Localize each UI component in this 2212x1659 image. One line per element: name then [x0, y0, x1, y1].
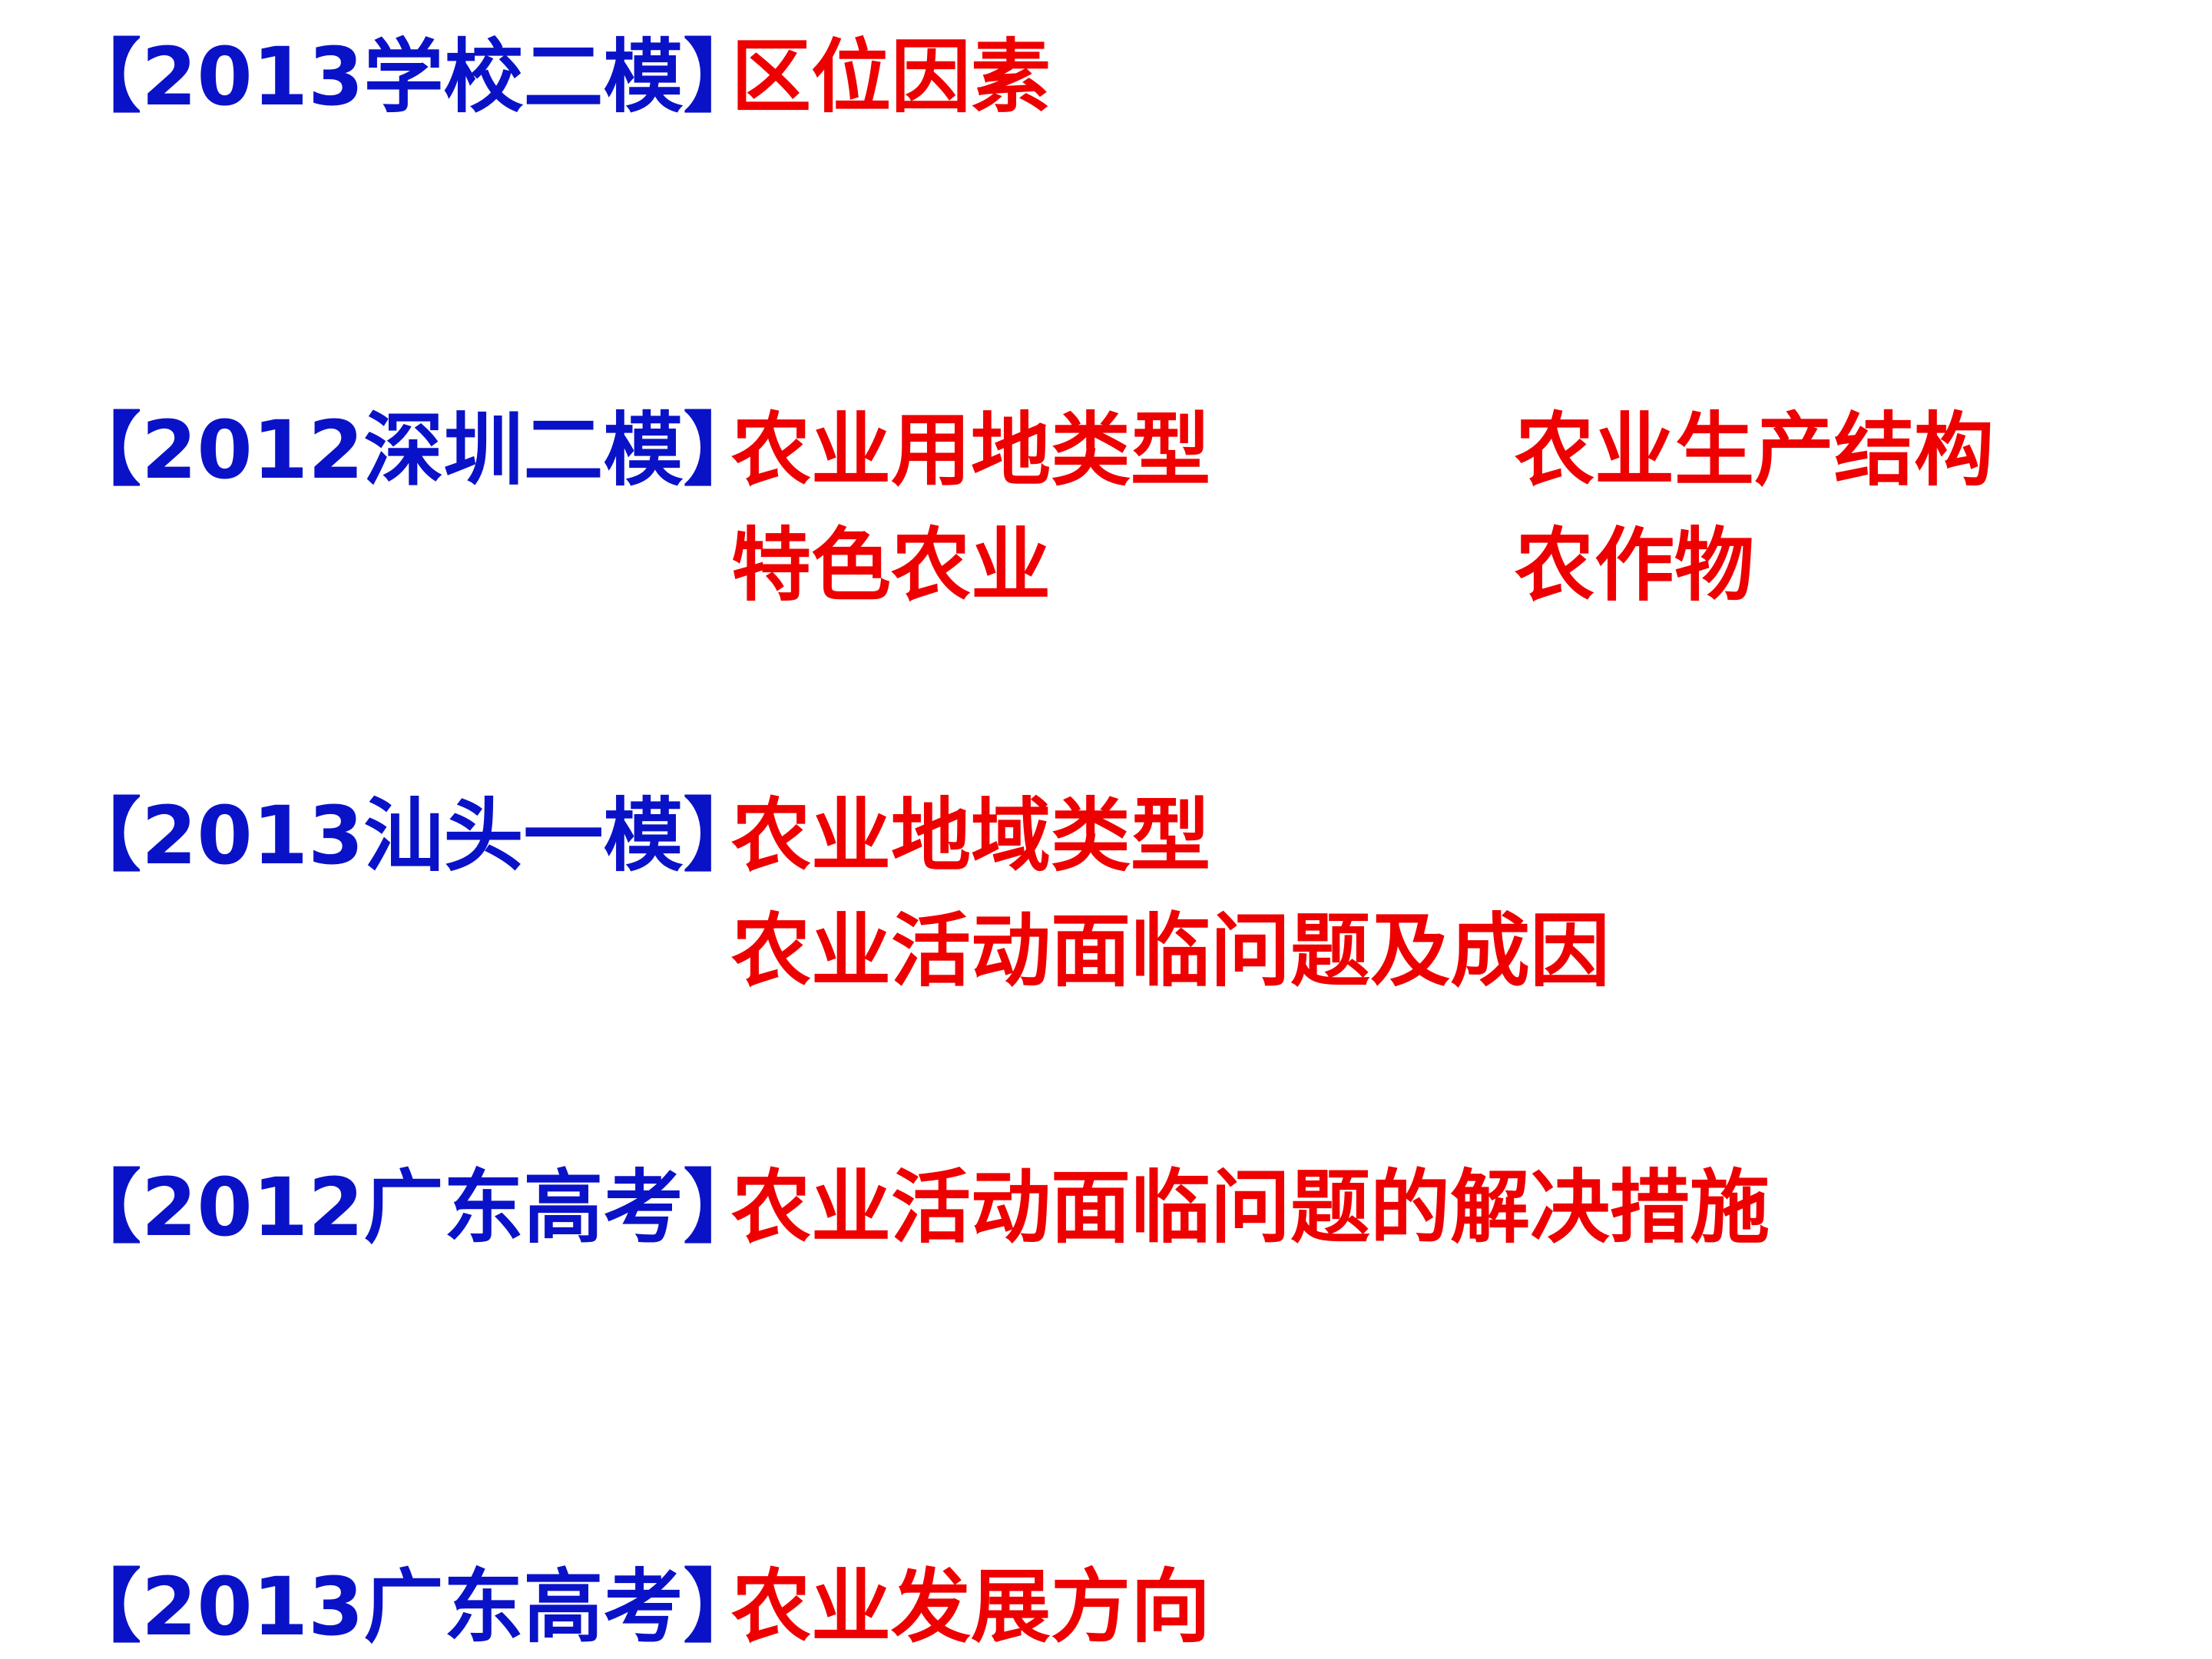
topic-agricultural-land-type: 农业用地类型: [731, 403, 1211, 497]
topic-specialty-agriculture: 特色农业: [731, 518, 1051, 612]
topic-agricultural-region-type: 农业地域类型: [731, 789, 1211, 882]
exam-label-2013-shantou-mock1: 【2013汕头一模】: [61, 789, 763, 882]
exam-label-2012-shenzhen-mock2: 【2012深圳二模】: [61, 403, 763, 497]
topic-agricultural-production-structure: 农业生产结构: [1515, 403, 1995, 497]
exam-label-2012-guangdong-gaokao: 【2012广东高考】: [61, 1161, 763, 1254]
topic-agricultural-problem-solutions: 农业活动面临问题的解决措施: [731, 1161, 1770, 1254]
topic-location-factors: 区位因素: [731, 30, 1051, 124]
exam-label-2013-school-mock2: 【2013学校二模】: [61, 30, 763, 124]
topic-agricultural-development-direction: 农业发展方向: [731, 1560, 1211, 1654]
exam-label-2013-guangdong-gaokao: 【2013广东高考】: [61, 1560, 763, 1654]
topic-agricultural-problems-and-causes: 农业活动面临问题及成因: [731, 904, 1611, 998]
topic-crops: 农作物: [1515, 518, 1755, 612]
